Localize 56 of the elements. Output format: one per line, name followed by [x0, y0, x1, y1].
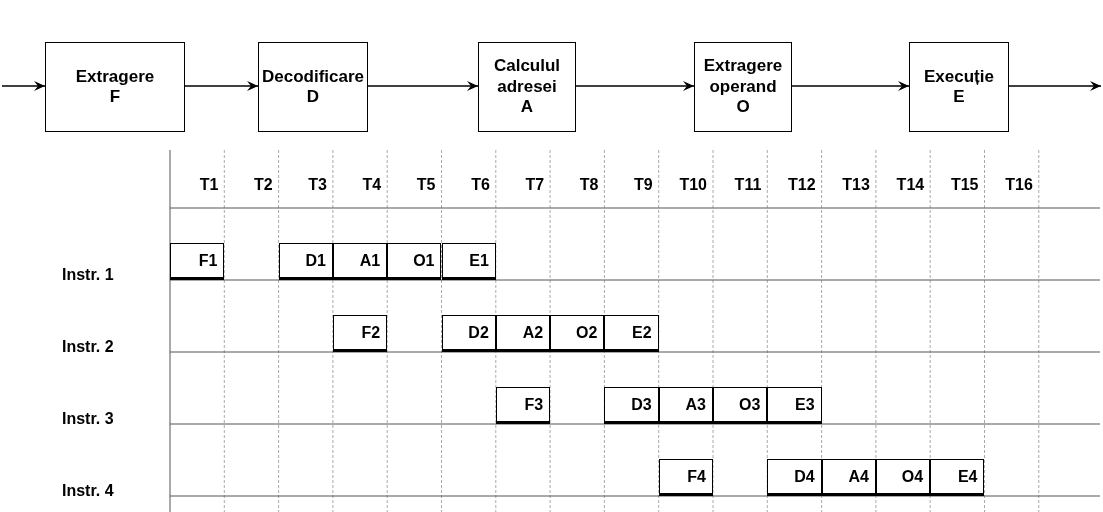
instruction-label: Instr. 1: [62, 266, 114, 284]
stage-cell: A1: [332, 243, 388, 280]
stage-cell: D4: [767, 459, 822, 496]
time-slot-label: T7: [524, 176, 545, 194]
stage-cell: E4: [930, 459, 985, 496]
stage-cell: A3: [658, 387, 713, 424]
box-label: E: [952, 87, 966, 108]
time-slot-label: T12: [787, 176, 816, 194]
arrow: [1, 81, 46, 91]
time-slot-label: T13: [841, 176, 870, 194]
stage-cell: F3: [495, 387, 551, 424]
time-slot-label: T3: [307, 176, 327, 194]
time-slot-label: T2: [252, 176, 273, 194]
time-slot-label: T15: [949, 176, 979, 194]
box-label: Calculul adresei: [492, 56, 562, 98]
stage-cell: F2: [332, 315, 388, 352]
stage-cell: E3: [767, 387, 822, 424]
box-label: Extragere operand: [702, 56, 784, 98]
stage-cell: O2: [550, 315, 605, 352]
process-box: [694, 42, 792, 132]
instruction-label: Instr. 2: [62, 338, 114, 356]
box-label: O: [735, 97, 751, 118]
process-box: [478, 42, 576, 132]
stage-cell: F4: [658, 459, 713, 496]
time-slot-label: T16: [1004, 176, 1033, 194]
stage-cell: O4: [875, 459, 931, 496]
time-slot-label: T5: [415, 176, 436, 194]
instruction-label: Instr. 4: [62, 482, 114, 500]
box-label: A: [519, 97, 535, 118]
stage-cell: O3: [713, 387, 768, 424]
stage-cell: D1: [278, 243, 333, 280]
instruction-label: Instr. 3: [62, 410, 114, 428]
box-label: Decodificare: [260, 66, 365, 87]
box-label: F: [108, 87, 122, 108]
stage-cell: O1: [387, 243, 442, 280]
stage-cell: A4: [821, 459, 876, 496]
time-slot-label: T4: [361, 176, 382, 194]
time-slot-label: T1: [198, 176, 219, 194]
stage-cell: E1: [441, 243, 496, 280]
process-box: [909, 42, 1009, 132]
process-box: [258, 42, 368, 132]
time-slot-label: T11: [733, 176, 762, 194]
time-slot-label: T14: [895, 176, 925, 194]
box-label: Execuție: [923, 66, 995, 87]
time-slot-label: T6: [470, 176, 490, 194]
stage-cell: A2: [495, 315, 551, 352]
box-label: D: [305, 87, 321, 108]
box-label: Extragere: [74, 66, 156, 87]
time-slot-label: T9: [633, 176, 653, 194]
process-box: [45, 42, 185, 132]
stage-cell: E2: [604, 315, 659, 352]
time-slot-label: T8: [578, 176, 599, 194]
stage-cell: F1: [170, 243, 225, 280]
stage-cell: D3: [604, 387, 659, 424]
stage-cell: D2: [441, 315, 496, 352]
time-slot-label: T10: [678, 176, 707, 194]
